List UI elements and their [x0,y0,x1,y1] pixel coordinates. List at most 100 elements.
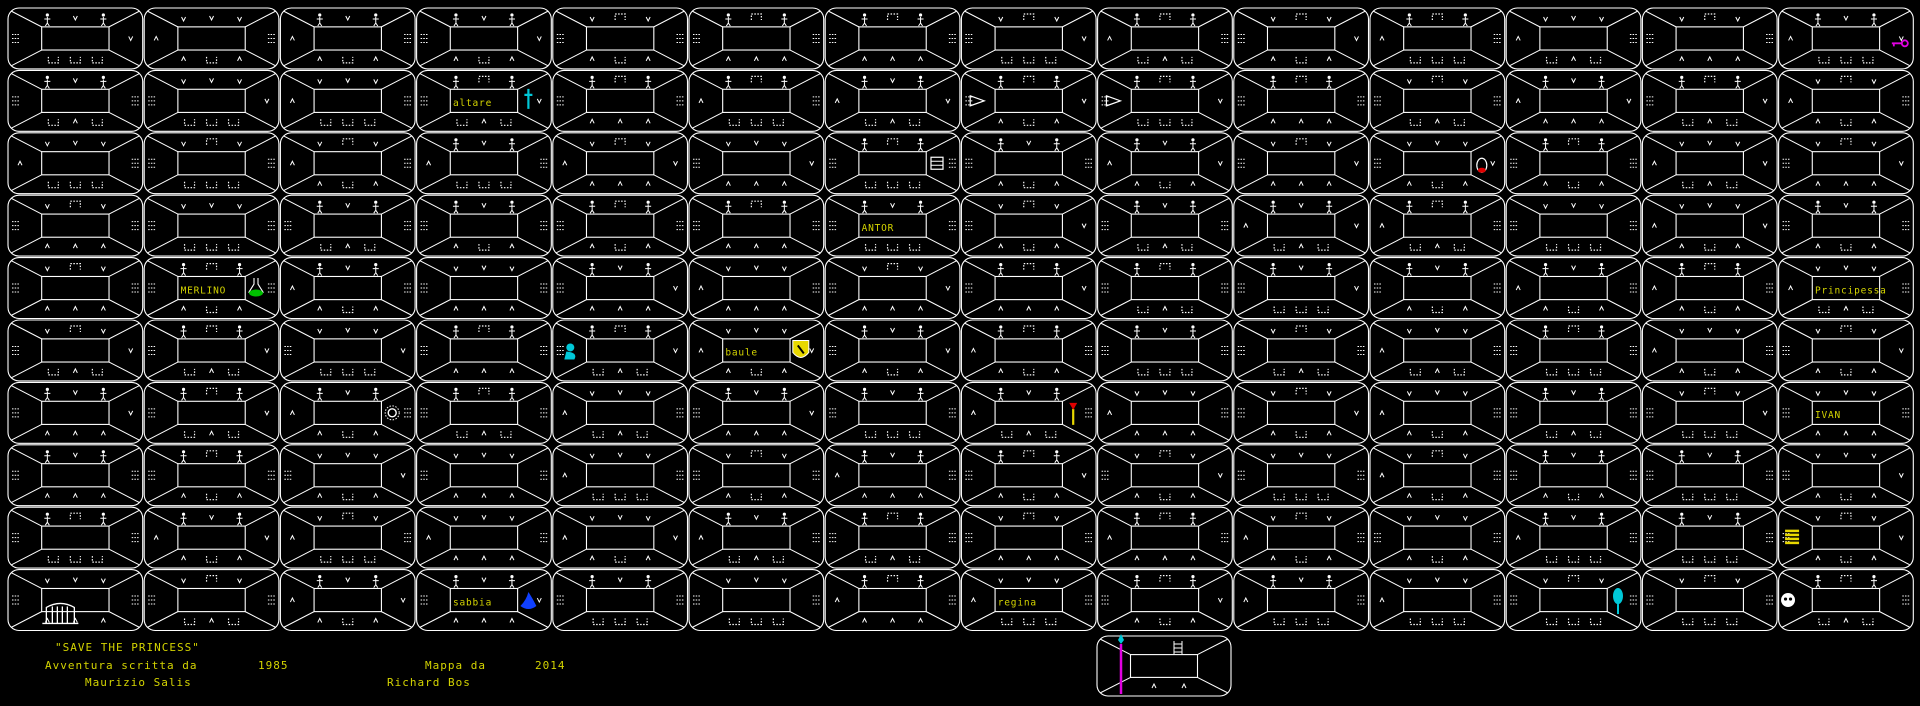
arch-icon [1871,515,1877,522]
statue-icon [861,512,868,526]
room [1369,7,1506,70]
door-icon [1840,325,1852,332]
room [279,569,416,632]
room-outer-wall [1369,7,1506,70]
door-icon [1704,13,1716,20]
room-floor [41,88,110,113]
arch-icon [1026,554,1032,561]
door-icon [750,450,762,457]
arch-icon [1298,577,1304,583]
statue-icon [1678,263,1685,276]
room-label: ANTOR [862,223,895,234]
side-door-icon [1629,408,1637,418]
arch-icon [1571,118,1576,124]
arch-icon [1462,79,1468,85]
side-door-icon [1629,345,1637,355]
room-floor [1811,463,1881,488]
door-icon [1001,618,1013,626]
door-icon [592,493,604,501]
arch-icon [1543,180,1548,186]
statue-icon [44,512,51,526]
statue-icon [372,575,379,588]
room-floor [177,151,246,176]
room-outer-wall [279,569,416,632]
arch-icon [1462,492,1468,498]
door-icon [636,493,648,501]
arch-icon [753,265,759,271]
door-icon [342,618,354,626]
arch-icon [890,327,895,334]
room-perspective-edges [146,509,277,566]
statue-icon [1814,200,1821,214]
side-door-icon [1493,533,1501,543]
door-icon [1840,368,1852,376]
room-floor [1266,275,1336,301]
arch-icon [1871,118,1877,124]
arch-icon [753,554,759,561]
arch-icon [890,55,895,62]
room [552,569,689,632]
side-door-icon [1766,595,1774,605]
arch-icon [1243,222,1249,228]
arch-icon [617,180,623,186]
room [1505,69,1642,132]
arch-icon [1054,515,1060,522]
side-door-icon [948,33,956,43]
arch-icon [481,367,487,374]
room-floor [1130,275,1200,301]
statue-icon [452,138,459,152]
room-floor [449,26,519,51]
side-door-icon [1237,408,1245,418]
creature-icon [564,343,576,360]
door-icon [614,75,626,83]
arch-icon [998,242,1004,249]
arch-icon [345,242,351,249]
statue-icon [1189,75,1196,89]
room-floor [1539,275,1608,301]
statue-icon [316,13,323,27]
arch-icon [72,118,78,124]
statue-icon [452,575,459,588]
arch-icon [317,305,323,311]
legend-room [1096,635,1232,697]
room [1097,319,1233,382]
arch-icon [1054,203,1060,210]
arch-icon [1843,430,1849,436]
room-floor [1266,400,1336,425]
room-floor [994,400,1063,425]
arch-icon [1543,118,1548,124]
room-floor [1266,26,1336,51]
arch-icon [453,266,459,272]
room [279,319,416,382]
door-icon [342,431,354,438]
bottle-icon [1476,157,1488,173]
door-icon [364,556,376,563]
room [7,132,144,195]
room-perspective-edges [283,447,413,504]
door-icon [1295,325,1307,332]
arch-icon [289,596,295,603]
side-door-icon [1101,470,1109,480]
side-door-icon [693,470,700,480]
arch-icon [72,390,78,396]
arch-icon [317,492,323,498]
torch-icon [1069,402,1078,425]
arch-icon [1162,202,1168,209]
door-icon [908,244,921,251]
arch-icon [72,430,78,436]
room-perspective-edges [827,10,958,67]
arch-icon [645,242,651,249]
room-outer-wall [960,444,1097,507]
room-outer-wall [1097,381,1233,444]
arch-icon [264,98,270,104]
door-icon [864,431,877,438]
arch-icon [725,305,731,311]
arch-icon [862,305,867,311]
room [960,257,1097,320]
arch-icon [970,347,976,353]
door-icon [1862,618,1874,626]
room-label: Principessa [1815,285,1887,296]
statue-icon [372,13,379,27]
door-icon [205,450,218,457]
